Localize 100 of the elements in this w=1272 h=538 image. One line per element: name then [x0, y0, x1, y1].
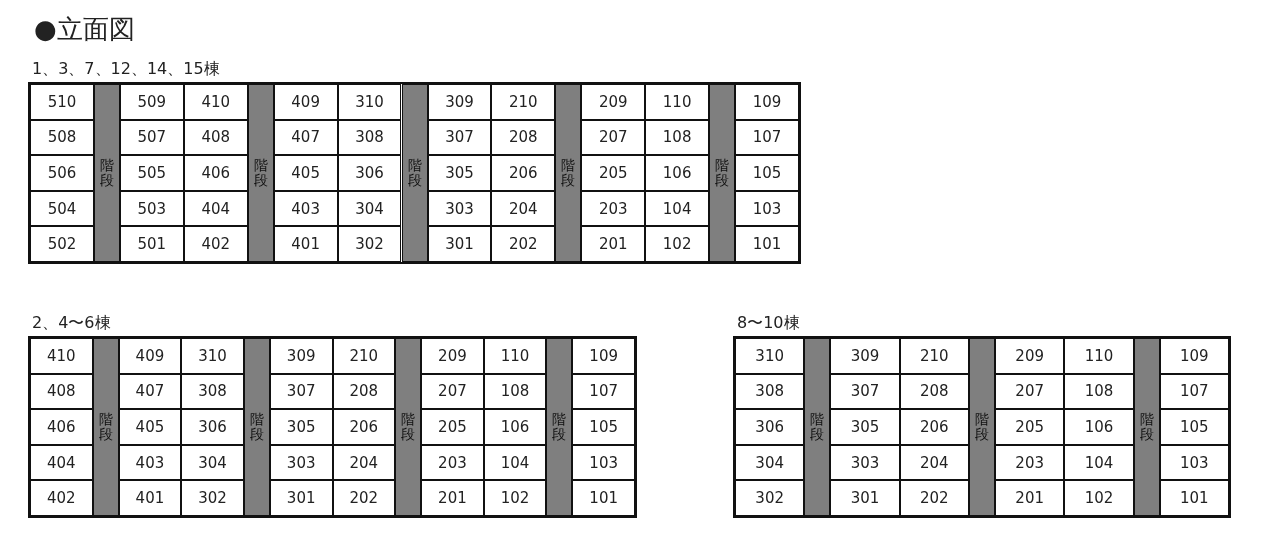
room-number: 306: [755, 418, 784, 436]
building-label: 8〜10棟: [737, 313, 800, 333]
room-number: 107: [752, 128, 782, 147]
stairwell-band: [93, 84, 120, 262]
stairwell-band: [243, 338, 270, 516]
room-number: 104: [1084, 453, 1114, 472]
room-number: 405: [135, 418, 165, 436]
room-number: 401: [291, 235, 320, 254]
room-number: 101: [1180, 489, 1209, 508]
stair-label: 階段: [249, 411, 264, 443]
room-number: 203: [1015, 453, 1044, 472]
stairwell-band: [401, 84, 428, 262]
stair-label: 階段: [253, 157, 268, 189]
room-number: 305: [850, 418, 880, 436]
room-number: 406: [201, 164, 231, 182]
room-number: 507: [137, 128, 167, 147]
room-number: 404: [201, 199, 231, 218]
stair-label: 階段: [561, 157, 576, 189]
room-number: 506: [47, 164, 77, 182]
room-number: 306: [198, 418, 227, 436]
room-number: 505: [137, 164, 167, 182]
room-number: 108: [662, 128, 692, 147]
room-number: 503: [137, 199, 167, 218]
room-number: 208: [920, 382, 949, 401]
room-number: 408: [201, 128, 231, 147]
room-number: 110: [1084, 346, 1114, 365]
room-number: 202: [509, 235, 538, 254]
building-label: 2、4〜6棟: [32, 313, 111, 333]
room-number: 308: [355, 128, 384, 147]
room-number: 407: [291, 128, 320, 147]
room-number: 306: [355, 164, 384, 182]
room-number: 403: [135, 453, 165, 472]
stairwell-band: [709, 84, 736, 262]
room-number: 402: [201, 235, 231, 254]
room-number: 304: [755, 453, 784, 472]
room-number: 410: [47, 346, 76, 365]
room-number: 110: [500, 346, 530, 365]
room-number: 205: [438, 418, 467, 436]
room-number: 103: [1180, 453, 1209, 472]
stairwell-band: [395, 338, 422, 516]
title: ●立面図: [34, 13, 135, 46]
room-number: 204: [349, 453, 379, 472]
room-number: 410: [201, 92, 231, 111]
room-number: 308: [755, 382, 784, 401]
stairwell-band: [1133, 338, 1160, 516]
room-number: 203: [438, 453, 467, 472]
room-number: 105: [589, 418, 618, 436]
stair-label: 階段: [1139, 411, 1154, 443]
room-number: 105: [752, 164, 782, 182]
room-number: 307: [850, 382, 880, 401]
room-number: 305: [445, 164, 474, 182]
stairwell-band: [92, 338, 119, 516]
room-number: 101: [589, 489, 618, 508]
room-number: 303: [850, 453, 880, 472]
stair-label: 階段: [975, 411, 989, 443]
room-number: 104: [662, 199, 692, 218]
room-number: 304: [198, 453, 227, 472]
room-number: 408: [47, 382, 76, 401]
room-number: 509: [137, 92, 167, 111]
building-label: 1、3、7、12、14、15棟: [32, 59, 220, 79]
room-number: 402: [47, 489, 76, 508]
room-number: 310: [355, 92, 384, 111]
room-number: 301: [850, 489, 880, 508]
stairwell-band: [546, 338, 573, 516]
room-number: 308: [198, 382, 227, 401]
stair-label: 階段: [401, 411, 416, 443]
room-number: 108: [1084, 382, 1114, 401]
room-number: 201: [438, 489, 467, 508]
room-number: 205: [598, 164, 628, 182]
room-number: 502: [47, 235, 77, 254]
room-number: 207: [438, 382, 467, 401]
room-number: 310: [755, 346, 784, 365]
room-number: 309: [286, 346, 316, 365]
room-number: 209: [598, 92, 628, 111]
room-number: 104: [500, 453, 530, 472]
room-number: 310: [198, 346, 227, 365]
room-number: 102: [500, 489, 530, 508]
stair-label: 階段: [407, 157, 422, 189]
room-number: 501: [137, 235, 167, 254]
room-number: 202: [920, 489, 949, 508]
room-number: 504: [47, 199, 77, 218]
room-number: 206: [509, 164, 538, 182]
room-number: 201: [1015, 489, 1044, 508]
stairwell-band: [969, 338, 995, 516]
room-number: 406: [47, 418, 76, 436]
room-number: 303: [286, 453, 316, 472]
room-number: 301: [445, 235, 474, 254]
room-number: 301: [286, 489, 316, 508]
room-number: 403: [291, 199, 320, 218]
room-number: 204: [920, 453, 949, 472]
room-number: 209: [1015, 346, 1044, 365]
room-number: 405: [291, 164, 320, 182]
room-number: 106: [500, 418, 530, 436]
stairwell-band: [247, 84, 274, 262]
room-number: 109: [1180, 346, 1209, 365]
room-number: 206: [349, 418, 379, 436]
room-number: 302: [755, 489, 784, 508]
room-number: 205: [1015, 418, 1044, 436]
room-number: 304: [355, 199, 384, 218]
room-number: 206: [920, 418, 949, 436]
